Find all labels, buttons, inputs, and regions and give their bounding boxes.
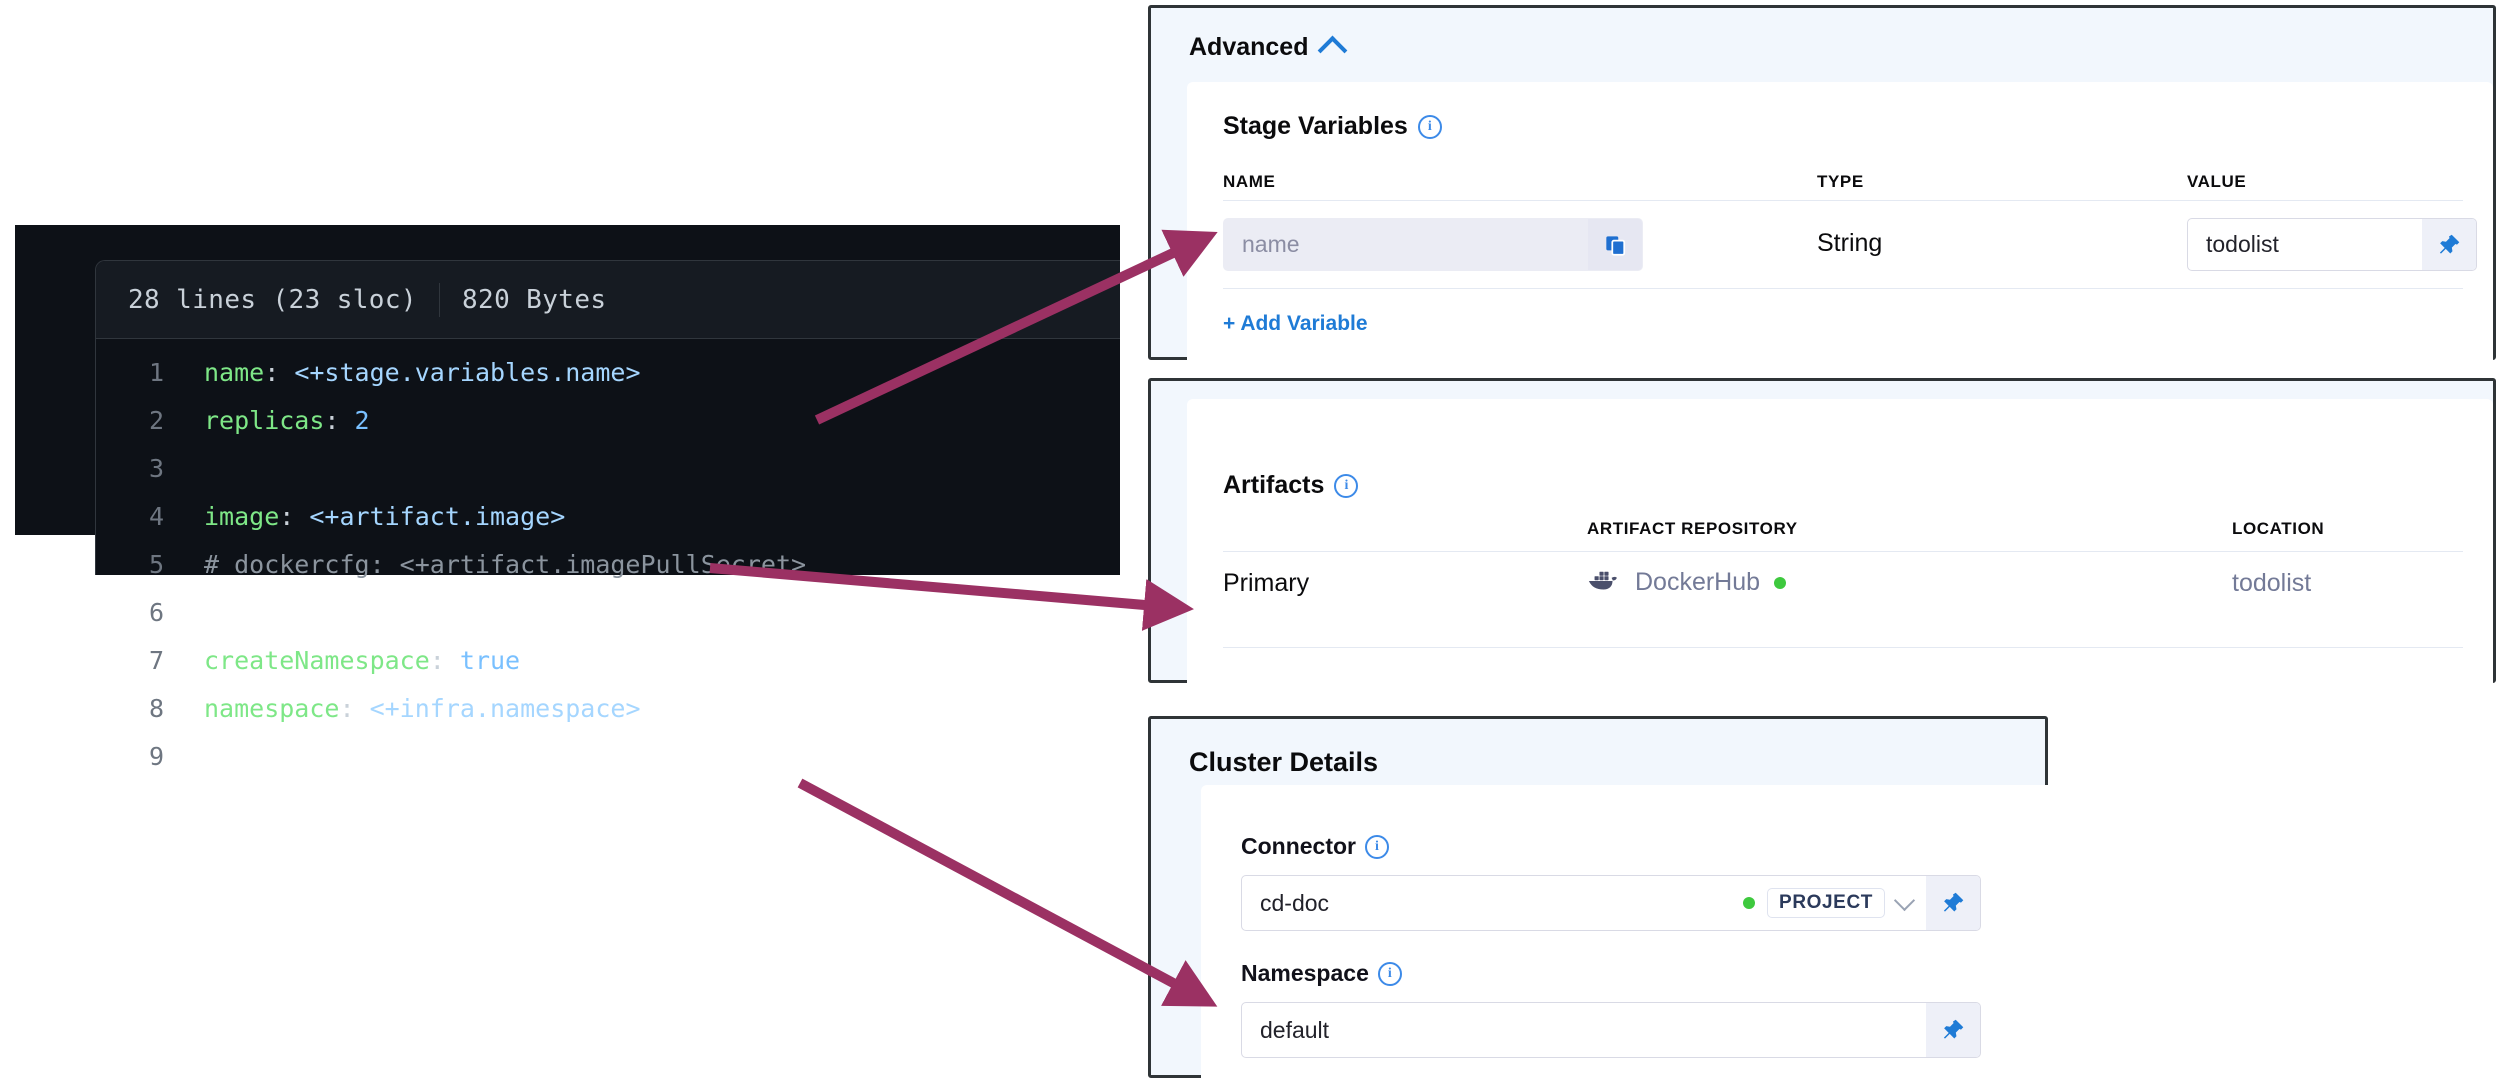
namespace-label: Namespace [1241,960,1369,986]
artifacts-title: Artifacts [1223,471,1325,499]
pin-icon[interactable] [2422,219,2476,270]
artifact-repository-cell[interactable]: DockerHub [1587,567,1787,598]
code-line-number: 6 [148,598,164,627]
artifact-type-primary: Primary [1223,569,1310,597]
pin-icon[interactable] [1926,1003,1980,1057]
status-dot-icon [1774,576,1787,589]
table-divider-bottom [1223,288,2463,289]
connector-label-row: Connector i [1241,833,1389,860]
namespace-value: default [1260,1016,1330,1043]
code-line-number: 8 [148,694,164,723]
code-line-number: 1 [148,358,164,387]
code-file-size: 820 Bytes [461,284,607,315]
variable-value-input[interactable]: todolist [2187,218,2477,271]
variable-name-input[interactable]: name [1223,218,1643,271]
code-viewer-frame: 28 lines (23 sloc) 820 Bytes 1 name: <+st… [95,260,1120,771]
info-icon[interactable]: i [1334,473,1359,498]
artifacts-title-row: Artifacts i [1223,471,1359,500]
cluster-details-card: Connector i cd-doc PROJECT Namespace [1201,785,2065,1085]
code-header-divider [438,282,440,317]
chevron-down-icon[interactable] [1893,889,1916,911]
namespace-label-row: Namespace i [1241,960,1402,987]
cluster-details-panel: Cluster Details Connector i cd-doc PROJE… [1148,716,2065,1085]
connector-label: Connector [1241,833,1356,859]
code-line: 3 [96,445,1120,493]
advanced-section-header[interactable]: Advanced [1189,33,1348,66]
code-line: 4 image: <+artifact.image> [96,493,1120,541]
pin-icon[interactable] [1926,876,1980,930]
artifacts-divider-bottom [1223,647,2463,648]
info-icon[interactable]: i [1377,961,1402,986]
code-line-number: 9 [148,742,164,771]
code-line-number: 4 [148,502,164,531]
column-header-location: LOCATION [2232,519,2325,538]
artifact-location-value: todolist [2232,569,2312,597]
code-line-text: createNamespace: true [204,646,521,675]
code-line-text [182,589,204,637]
code-lines[interactable]: 1 name: <+stage.variables.name> 2 replicas:… [96,339,1120,781]
code-viewer-header: 28 lines (23 sloc) 820 Bytes [96,261,1120,339]
artifacts-card: Artifacts i ARTIFACT REPOSITORY LOCATION… [1187,399,2493,689]
cluster-details-title: Cluster Details [1189,747,1379,777]
code-line-text: # dockercfg: <+artifact.imagePullSecret> [204,550,807,579]
variable-type-value: String [1817,229,1883,257]
column-header-name: NAME [1223,172,1276,191]
connector-value: cd-doc [1260,889,1330,916]
info-icon[interactable]: i [1365,834,1389,859]
stage-variables-title: Stage Variables [1223,112,1408,140]
advanced-panel: Advanced Stage Variables i NAME TYPE VAL… [1148,5,2496,372]
code-line-text: replicas: 2 [204,406,370,435]
column-header-value: VALUE [2187,172,2247,191]
code-line-number: 7 [148,646,164,675]
code-line-number: 5 [148,550,164,579]
code-line-text [182,733,204,781]
variable-name-input-text: name [1242,231,1300,257]
chevron-up-icon[interactable] [1318,35,1348,66]
code-line-text: name: <+stage.variables.name> [204,358,641,387]
info-icon[interactable]: i [1417,114,1442,139]
code-line-text [182,445,204,493]
scope-badge: PROJECT [1767,888,1885,918]
artifacts-panel: Artifacts i ARTIFACT REPOSITORY LOCATION… [1148,378,2496,689]
namespace-input[interactable]: default [1241,1002,1981,1058]
code-line: 8 namespace: <+infra.namespace> [96,685,1120,733]
column-header-artifact-repository: ARTIFACT REPOSITORY [1587,519,1798,538]
code-line-number: 2 [148,406,164,435]
code-viewer: 28 lines (23 sloc) 820 Bytes 1 name: <+st… [15,225,1120,771]
stage-variables-title-row: Stage Variables i [1223,112,1442,141]
column-header-type: TYPE [1817,172,1864,191]
scope-status-dot-icon [1743,897,1756,909]
code-line: 5 # dockercfg: <+artifact.imagePullSecret… [96,541,1120,589]
artifacts-divider-top [1223,551,2463,552]
connector-scope-group: PROJECT [1743,876,1926,930]
arrow-to-namespace-field [797,778,1218,1007]
code-line-text: namespace: <+infra.namespace> [204,694,641,723]
code-line: 6 [96,589,1120,637]
code-line: 7 createNamespace: true [96,637,1120,685]
code-line-text: image: <+artifact.image> [204,502,566,531]
code-lines-count: 28 lines (23 sloc) [128,284,417,315]
copy-icon[interactable] [1588,219,1642,270]
stage-variables-card: Stage Variables i NAME TYPE VALUE name S… [1187,82,2493,372]
advanced-title: Advanced [1189,33,1309,61]
code-line-number: 3 [148,454,164,483]
table-divider-top [1223,200,2463,201]
variable-value-text: todolist [2206,231,2279,257]
docker-whale-icon [1587,567,1621,598]
artifact-repository-name: DockerHub [1635,568,1761,596]
code-line: 1 name: <+stage.variables.name> [96,349,1120,397]
connector-input[interactable]: cd-doc PROJECT [1241,875,1981,931]
add-variable-button[interactable]: + Add Variable [1223,312,1368,335]
code-line: 9 [96,733,1120,781]
code-line: 2 replicas: 2 [96,397,1120,445]
